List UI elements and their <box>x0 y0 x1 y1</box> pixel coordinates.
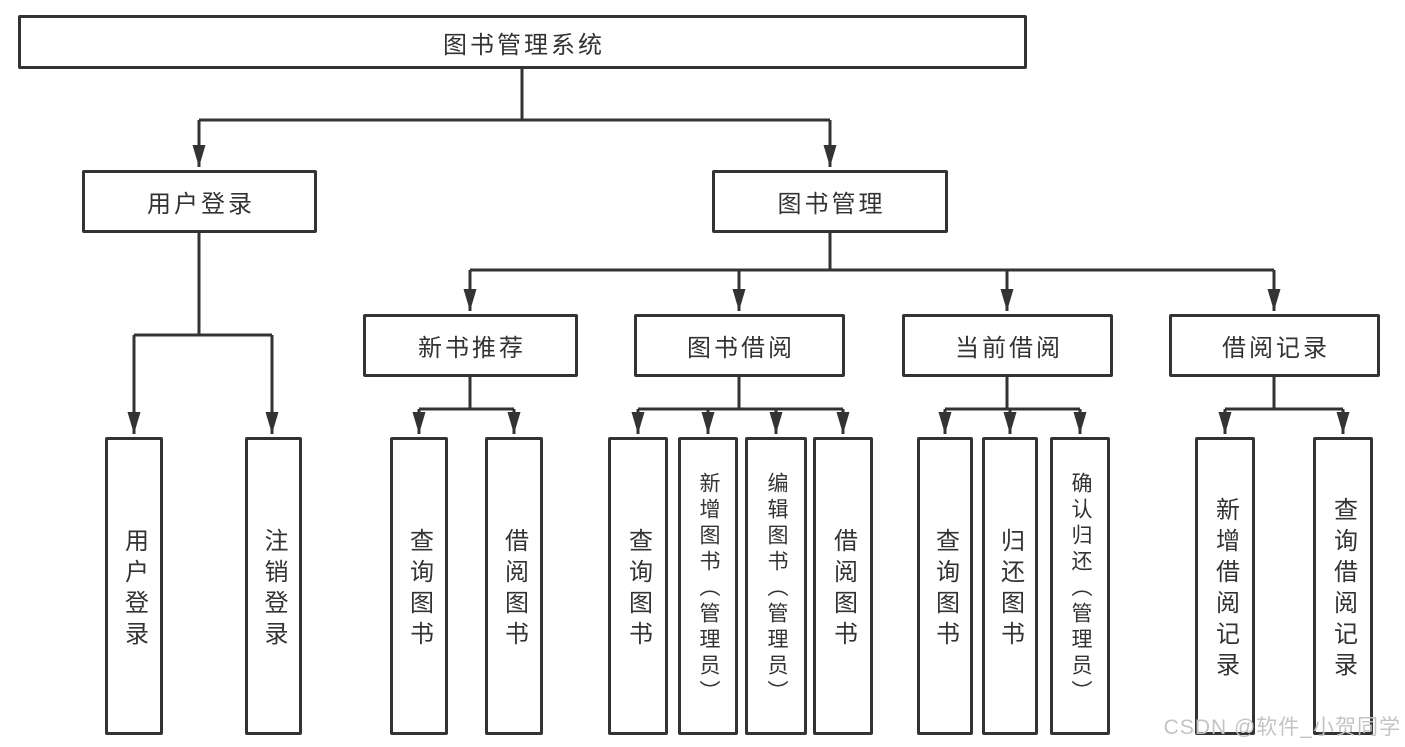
node-new-book-recommendation: 新书推荐 <box>363 314 578 377</box>
leaf-query-books-recommend: 查询图书 <box>390 437 448 735</box>
leaf-query-books-current: 查询图书 <box>917 437 973 735</box>
csdn-watermark: CSDN @软件_小贺同学 <box>1163 716 1401 739</box>
node-root: 图书管理系统 <box>18 15 1027 69</box>
connector-borrowing-records-to-leaves <box>1218 377 1350 434</box>
leaf-return-books: 归还图书 <box>982 437 1038 735</box>
leaf-borrow-books-recommend: 借阅图书 <box>485 437 543 735</box>
connector-root-to-level2 <box>192 69 837 167</box>
leaf-logout: 注销登录 <box>245 437 302 735</box>
leaf-user-login: 用户登录 <box>105 437 163 735</box>
leaf-confirm-return-admin: 确认归还（管理员） <box>1050 437 1110 735</box>
leaf-borrow-books-borrowing: 借阅图书 <box>813 437 873 735</box>
connector-book-borrowing-to-leaves <box>631 377 850 434</box>
leaf-query-borrow-record: 查询借阅记录 <box>1313 437 1373 735</box>
node-user-login: 用户登录 <box>82 170 317 233</box>
connector-user-login-to-leaves <box>127 233 279 434</box>
leaf-query-books-borrowing: 查询图书 <box>608 437 668 735</box>
node-borrowing-records: 借阅记录 <box>1169 314 1380 377</box>
connector-book-management-to-level3 <box>463 232 1281 311</box>
node-current-borrowing: 当前借阅 <box>902 314 1113 377</box>
connector-current-borrowing-to-leaves <box>938 377 1087 434</box>
leaf-add-book-admin: 新增图书（管理员） <box>678 437 738 735</box>
leaf-add-borrow-record: 新增借阅记录 <box>1195 437 1255 735</box>
node-book-borrowing: 图书借阅 <box>634 314 845 377</box>
connector-new-book-recommendation-to-leaves <box>412 377 521 434</box>
leaf-edit-book-admin: 编辑图书（管理员） <box>745 437 807 735</box>
node-book-management: 图书管理 <box>712 170 948 233</box>
